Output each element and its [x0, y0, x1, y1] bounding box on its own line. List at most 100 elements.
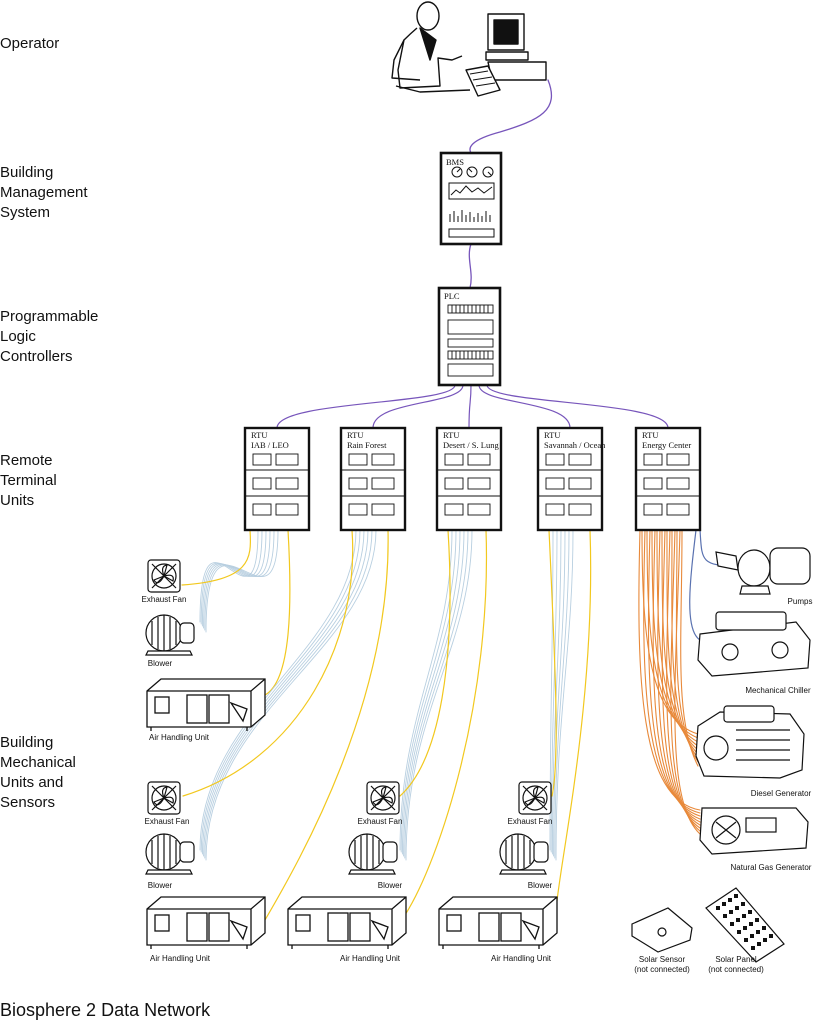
rtu-label-name: Energy Center [642, 440, 691, 450]
data-bundle-desert [400, 529, 457, 853]
solar-panel-cell [756, 930, 760, 934]
diagram-title: Biosphere 2 Data Network [0, 1000, 211, 1020]
data-bundle-iab [199, 529, 259, 623]
data-bundle-savannah [551, 529, 562, 855]
solar-panel-caption: Solar Panel [715, 955, 757, 964]
energy-link-diesel [675, 529, 699, 763]
natural-gas-generator-icon [699, 807, 809, 855]
exhaust-fan-caption: Exhaust Fan [145, 817, 190, 826]
rtu-module [371, 477, 395, 490]
data-bundle-desert [405, 529, 473, 861]
link-plc-rtu [478, 384, 571, 429]
solar-panel-cell [728, 898, 732, 902]
rtu-module [371, 503, 395, 516]
air-handling-unit-caption: Air Handling Unit [149, 733, 210, 742]
rtu-module [275, 453, 299, 466]
solar-panel-cell [729, 910, 733, 914]
rtu-module [568, 453, 592, 466]
solar-panel-cell [734, 894, 738, 898]
blower-caption: Blower [148, 659, 173, 668]
air-handling-unit-caption: Air Handling Unit [340, 954, 401, 963]
blower-caption: Blower [378, 881, 403, 890]
level-label-units: Building Mechanical Units and Sensors [0, 734, 76, 811]
solar-panel-icon [705, 887, 785, 963]
mechanical-link-chiller [689, 529, 701, 641]
solar-panel-cell [750, 934, 754, 938]
level-label-rtu: Remote Terminal Units [0, 452, 57, 509]
rtu-label-type: RTU [642, 430, 659, 440]
link-plc-rtu [276, 384, 456, 429]
exhaust-fan-icon [366, 781, 400, 815]
air-handling-unit-icon [438, 896, 558, 949]
blower-icon [348, 833, 398, 875]
data-bundle-rainforest [199, 529, 357, 851]
blower-caption: Blower [148, 881, 173, 890]
blower-icon [499, 833, 549, 875]
data-bundle-iab [205, 529, 279, 633]
solar-panel-cell [744, 938, 748, 942]
sensor-link-sav-ahu [555, 529, 592, 911]
air-handling-unit-caption: Air Handling Unit [491, 954, 552, 963]
data-bundle-savannah [555, 529, 574, 861]
solar-panel-cell [748, 910, 752, 914]
rtu-module [444, 477, 464, 490]
data-bundle-rainforest [201, 529, 365, 855]
solar-panel-cell [762, 926, 766, 930]
rtu-module [252, 453, 272, 466]
rtu-module [467, 453, 491, 466]
level-label-operator: Operator [0, 35, 60, 52]
data-bundle-desert [404, 529, 469, 859]
data-bundle-iab [200, 529, 263, 625]
rtu-module [568, 477, 592, 490]
solar-panel-cell [742, 914, 746, 918]
solar-panel-cell [723, 914, 727, 918]
link-bms-plc [468, 243, 472, 289]
sensor-link-rf-fan [182, 529, 354, 797]
solar-sensor-caption: Solar Sensor [639, 955, 686, 964]
solar-panel-cell [743, 926, 747, 930]
level-label-plc: Programmable Logic Controllers [0, 308, 99, 365]
sensor-link-rf-ahu [264, 529, 389, 921]
rtu-label-name: IAB / LEO [251, 440, 289, 450]
solar-panel-cell [737, 930, 741, 934]
bms-box: BMS [439, 151, 503, 246]
diesel-generator-icon [695, 705, 805, 779]
rtu-label-name: Savannah / Ocean [544, 440, 606, 450]
solar-panel-cell [716, 906, 720, 910]
rtu-label-name: Desert / S. Lung [443, 440, 499, 450]
data-bundle-savannah [553, 529, 566, 857]
rtu-module [275, 503, 299, 516]
exhaust-fan-caption: Exhaust Fan [508, 817, 553, 826]
bms-label: BMS [446, 157, 464, 167]
data-bundle-desert [401, 529, 461, 855]
rtu-module [545, 477, 565, 490]
exhaust-fan-icon [147, 559, 181, 593]
solar-panel-cell [757, 942, 761, 946]
rtu-module [545, 503, 565, 516]
rtu-label-type: RTU [347, 430, 364, 440]
data-bundle-iab [201, 529, 267, 627]
level-label-bms: Building Management System [0, 164, 88, 221]
mechanical-chiller-icon [697, 611, 811, 677]
exhaust-fan-caption: Exhaust Fan [358, 817, 403, 826]
link-plc-rtu [372, 384, 464, 429]
solar-panel-cell [749, 922, 753, 926]
plc-box: PLC [437, 286, 502, 387]
link-plc-rtu [468, 384, 472, 429]
rtu-module [643, 503, 663, 516]
energy-link-diesel [680, 529, 699, 767]
rtu-module [252, 477, 272, 490]
exhaust-fan-icon [518, 781, 552, 815]
solar-sensor-icon [631, 907, 693, 953]
solar-sensor-status: (not connected) [634, 965, 690, 974]
data-bundle-desert [403, 529, 465, 857]
exhaust-fan-caption: Exhaust Fan [142, 595, 187, 604]
rtu-module [275, 477, 299, 490]
rtu-module [444, 503, 464, 516]
